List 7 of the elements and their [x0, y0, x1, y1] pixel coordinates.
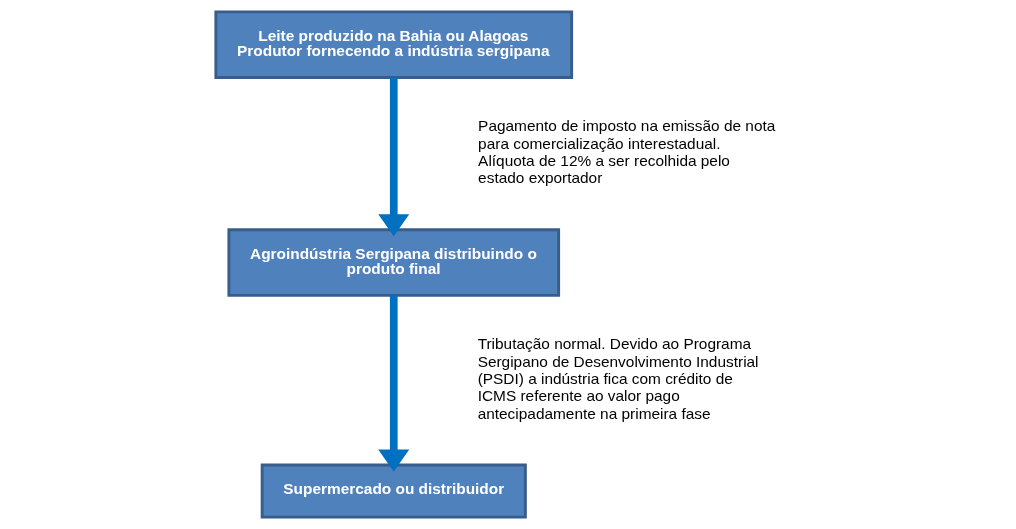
arrow — [377, 77, 409, 237]
arrow — [377, 295, 409, 472]
label: Tributação normal. Devido ao Programa Sergipano de Desenvolvimento Industrial (PSDI) a indústria fica com crédito de ICMS referente ao valor pago antecipadamente na primeira fase — [477, 335, 759, 422]
node-box: Supermercado ou distribuidor — [260, 463, 527, 519]
node-box: Agroindústria Sergipana distribuindo o produto final — [226, 228, 560, 297]
label: Pagamento de imposto na emissão de nota para comercialização interestadual. Alíquota de 12% a ser recolhida pelo estado exportador — [477, 117, 775, 187]
node-box: Leite produzido na Bahia ou Alagoas Produtor fornecendo a indústria sergipana — [213, 10, 573, 79]
